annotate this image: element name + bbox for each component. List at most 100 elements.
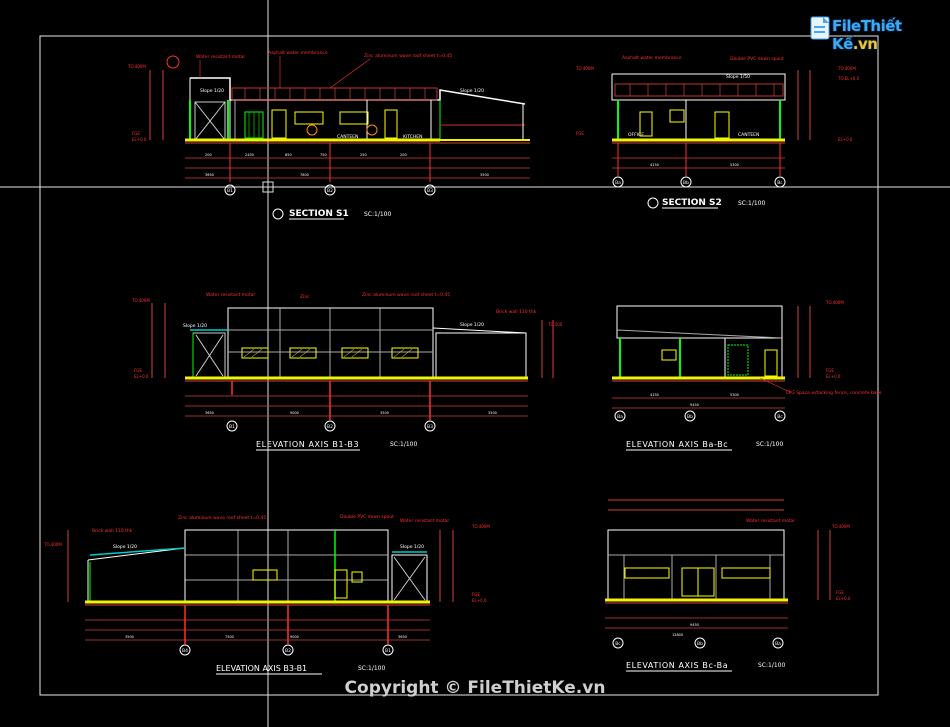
elevation-b1-b3-title: ELEVATION AXIS B1-B3 — [256, 440, 359, 449]
s2-room-1: OFFICE — [628, 132, 644, 138]
svg-text:5300: 5300 — [730, 393, 739, 397]
e2-note-1: LPG Space w/tacking fence, concrete base — [786, 390, 882, 396]
s2-axis-bb: Bb — [683, 180, 689, 186]
s1-slope-a: Slope 1/20 — [200, 88, 224, 94]
s2-slope: Slope 1/50 — [726, 74, 750, 80]
elevation-bc-ba-axes: Bc Bb Ba — [612, 637, 784, 649]
svg-text:9450: 9450 — [690, 623, 699, 627]
svg-text:EL+0.0: EL+0.0 — [132, 137, 147, 142]
e3-note-3: Double PVC down spout — [340, 514, 394, 520]
e1-axis-b3: B3 — [427, 424, 433, 430]
elevation-ba-bc-scale: SC:1/100 — [756, 441, 783, 448]
s1-note-2: Asphalt water membrance — [268, 50, 328, 56]
elevation-b1-b3-scale: SC:1/100 — [390, 441, 417, 448]
e1-slope-a: Slope 1/20 — [183, 323, 207, 329]
svg-text:FGE: FGE — [576, 131, 584, 136]
svg-text:3500: 3500 — [480, 173, 489, 177]
svg-text:9000: 9000 — [290, 411, 299, 415]
svg-text:TO.EL+0.0: TO.EL+0.0 — [837, 76, 860, 81]
elevation-bc-ba-scale: SC:1/100 — [758, 662, 785, 669]
svg-text:FGE: FGE — [836, 590, 844, 595]
s2-note-1: Asphalt water membrance — [622, 55, 682, 61]
svg-text:750: 750 — [320, 153, 327, 157]
elevation-b1-b3-axes: B1 B2 B3 — [226, 420, 436, 432]
e4-axis-ba: Ba — [775, 641, 781, 647]
elevation-b3-b1-title: ELEVATION AXIS B3-B1 — [216, 664, 307, 673]
s1-room-1: CANTEEN — [337, 134, 358, 140]
sheet-border — [39, 35, 879, 696]
svg-text:EL+0.0: EL+0.0 — [836, 596, 851, 601]
section-s1-title-block: SECTION S1 SC:1/100 — [272, 208, 391, 220]
svg-text:FGE: FGE — [826, 368, 834, 373]
e1-note-2: Zinc — [300, 294, 310, 300]
e4-note-1: Water resistant motar — [746, 518, 795, 524]
section-s2-scale: SC:1/100 — [738, 200, 765, 207]
copyright-watermark: Copyright © FileThietKe.vn — [344, 678, 606, 698]
e3-slope-b: Slope 1/20 — [400, 544, 424, 550]
elevation-ba-bc-axes: Ba Bb Bc — [614, 410, 786, 422]
svg-text:3500: 3500 — [380, 411, 389, 415]
svg-text:3650: 3650 — [205, 173, 214, 177]
e3-axis-b4: B4 — [182, 648, 188, 654]
crosshair-pickbox — [262, 181, 274, 193]
e3-slope-a: Slope 1/20 — [113, 544, 137, 550]
elevation-bc-ba-title: ELEVATION AXIS Bc-Ba — [626, 661, 728, 670]
svg-text:EL+0.0: EL+0.0 — [472, 598, 487, 603]
elevation-ba-bc-title: ELEVATION AXIS Ba-Bc — [626, 440, 728, 449]
s1-note-3: Zinc aluminum wave roof sheet t=0.45 — [364, 53, 452, 59]
svg-text:250: 250 — [360, 153, 367, 157]
s1-slope-b: Slope 1/20 — [460, 88, 484, 94]
section-s1-axes: B1 B2 B3 — [224, 184, 436, 196]
e1-note-1: Water resistant motar — [206, 292, 255, 298]
svg-text:200: 200 — [400, 153, 407, 157]
section-s2-title: SECTION S2 — [662, 198, 722, 208]
filethietke-logo-icon — [810, 16, 830, 40]
e2-axis-bc: Bc — [777, 414, 783, 420]
e3-note-1: Brick wall 110 thk — [92, 528, 133, 534]
section-s2-axes: Ba Bb Bc — [612, 176, 786, 188]
s1-room-2: KITCHEN — [403, 134, 423, 140]
svg-text:TO.400M: TO.400M — [131, 298, 150, 303]
svg-text:TO.400M: TO.400M — [43, 542, 62, 547]
svg-text:TO.500: TO.500 — [547, 322, 563, 327]
svg-text:TO.400M: TO.400M — [575, 66, 594, 71]
e1-axis-b1: B1 — [229, 424, 235, 430]
elevation-b3-b1-title-block: ELEVATION AXIS B3-B1 SC:1/100 — [216, 664, 385, 675]
e2-axis-bb: Bb — [687, 414, 693, 420]
svg-text:TO.400M: TO.400M — [837, 66, 856, 71]
svg-text:4150: 4150 — [650, 163, 659, 167]
svg-text:TO.400M: TO.400M — [471, 524, 490, 529]
e1-axis-b2: B2 — [327, 424, 333, 430]
svg-text:12800: 12800 — [672, 633, 683, 637]
elevation-bc-ba-title-block: ELEVATION AXIS Bc-Ba SC:1/100 — [626, 661, 785, 672]
logo-word-thietke: Thiết Kế — [832, 17, 902, 53]
svg-text:3500: 3500 — [125, 635, 134, 639]
elevation-b3-b1-scale: SC:1/100 — [358, 665, 385, 672]
e3-note-4: Water resistant motar — [400, 518, 449, 524]
e2-axis-ba: Ba — [617, 414, 623, 420]
svg-text:200: 200 — [205, 153, 212, 157]
svg-text:3650: 3650 — [398, 635, 407, 639]
svg-text:FGE: FGE — [472, 592, 480, 597]
s1-axis-b2: B2 — [327, 188, 333, 194]
s2-axis-bc: Bc — [777, 180, 783, 186]
e1-note-3: Zinc aluminum wave roof sheet t=0.45 — [362, 292, 450, 298]
svg-text:4150: 4150 — [650, 393, 659, 397]
svg-text:FGE: FGE — [132, 131, 140, 136]
s2-note-2: Double PVC down spout — [730, 56, 784, 62]
svg-text:EL+0.0: EL+0.0 — [838, 137, 853, 142]
e3-axis-b2: B2 — [285, 648, 291, 654]
svg-text:FGE: FGE — [134, 368, 142, 373]
logo-word-vn: .vn — [852, 35, 878, 53]
s2-room-2: CANTEEN — [738, 132, 759, 138]
svg-text:EL+0.0: EL+0.0 — [826, 374, 841, 379]
e4-axis-bb: Bb — [697, 641, 703, 647]
e1-slope-b: Slope 1/20 — [460, 322, 484, 328]
svg-text:9450: 9450 — [690, 403, 699, 407]
